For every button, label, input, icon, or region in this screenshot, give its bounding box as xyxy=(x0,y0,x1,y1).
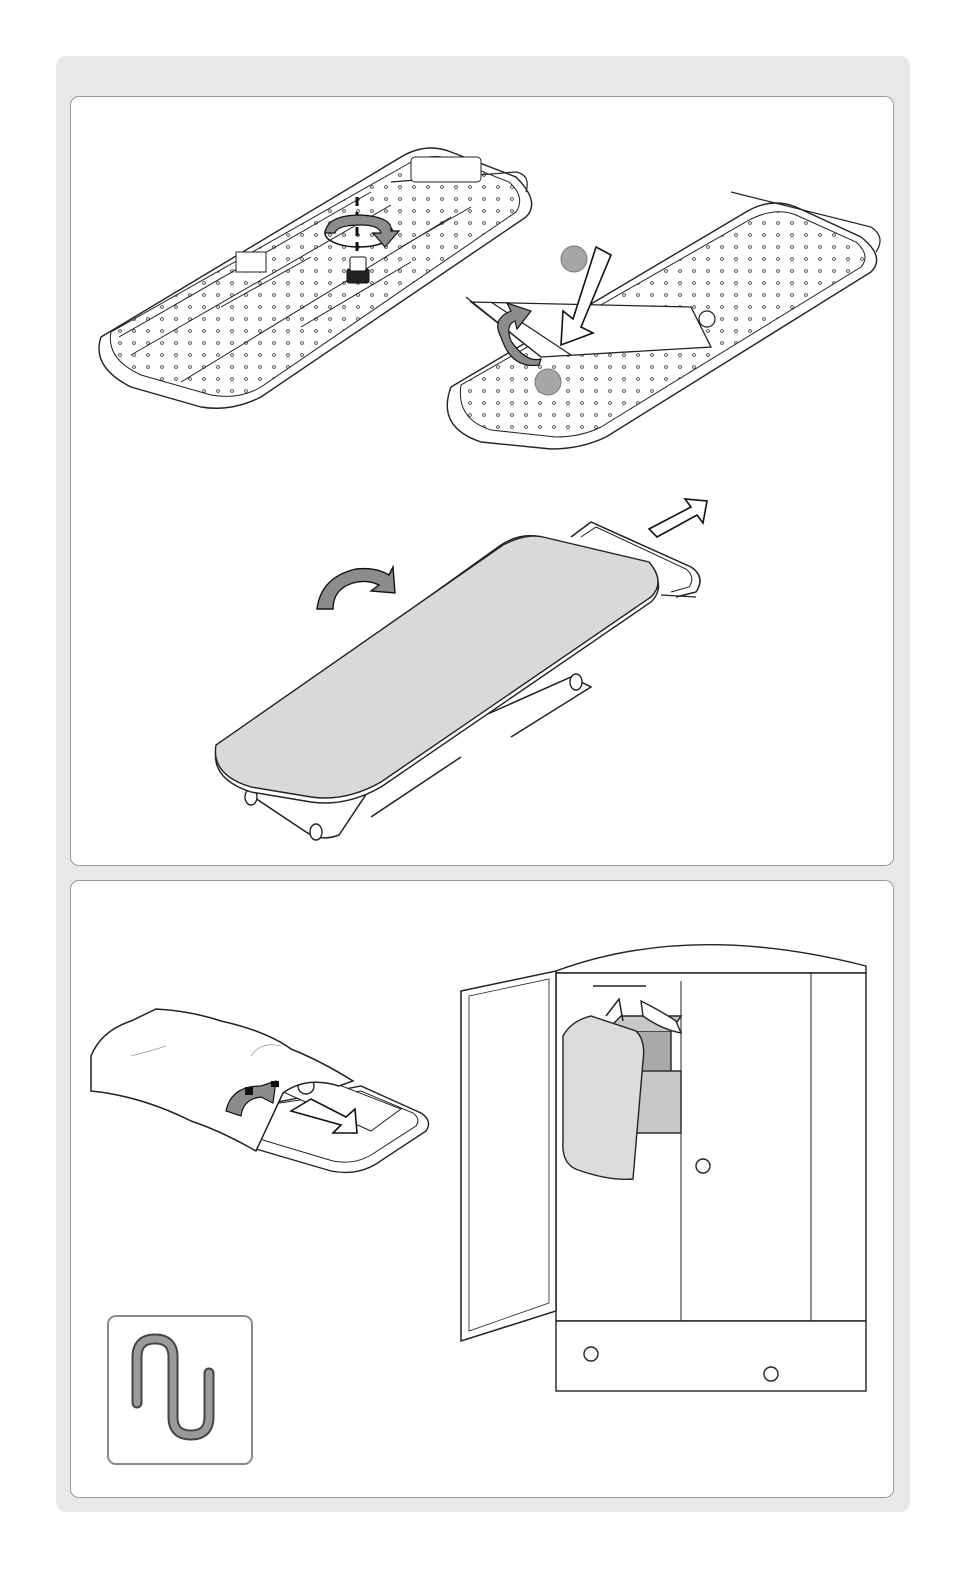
unfold-illustration xyxy=(71,97,893,865)
hook-icon xyxy=(109,1317,251,1463)
instruction-sheet xyxy=(56,56,910,1512)
folded-board-knob xyxy=(99,148,532,408)
step-marker-2 xyxy=(535,369,561,395)
panel-unfold-and-extend xyxy=(70,96,894,866)
extend-arrow-icon xyxy=(649,499,707,537)
panel-store xyxy=(70,880,894,1498)
step-marker-1 xyxy=(561,246,587,272)
tip-box xyxy=(107,1315,253,1465)
flip-arrow-icon xyxy=(317,567,395,609)
wardrobe-icon xyxy=(461,945,866,1391)
standing-ironing-board xyxy=(215,522,700,840)
